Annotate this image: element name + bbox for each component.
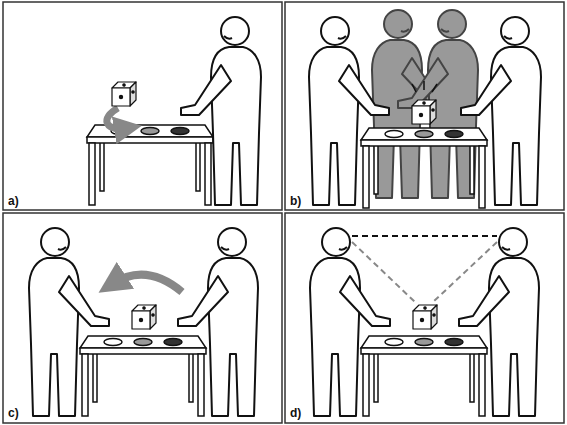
panel-frame (3, 2, 564, 423)
panel-label: c) (7, 406, 20, 420)
panel-label: b) (289, 194, 302, 208)
scene-d (310, 228, 539, 416)
panel-label: d) (289, 406, 302, 420)
scene-c (29, 228, 258, 416)
panel-label: a) (7, 194, 20, 208)
scene-b (309, 10, 541, 208)
scene-a (87, 17, 261, 205)
